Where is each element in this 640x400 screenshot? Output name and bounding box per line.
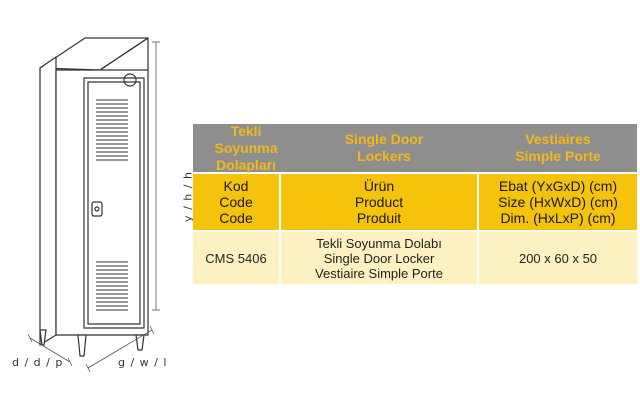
size-label-en: Size (HxWxD) (cm) [498,194,618,210]
product-label-tr: Ürün [363,178,395,194]
bottom-vent [96,261,128,311]
locker-illustration [27,37,160,373]
depth-label: d / d / p [12,356,64,369]
header-french-line1: Vestiaires [525,131,591,147]
product-size-value: 200 x 60 x 50 [518,250,598,266]
product-name-fr: Vestiaire Simple Porte [315,265,443,281]
header-turkish: Tekli Soyunma Dolapları [193,122,289,173]
product-name: Tekli Soyunma Dolabı Single Door Locker … [279,232,479,284]
width-dimension-line [85,325,155,373]
product-name-en: Single Door Locker [323,250,435,266]
locker-left-side [39,56,57,346]
code-label-tr: Kod [223,178,249,194]
table-header-row: Tekli Soyunma Dolapları Single Door Lock… [193,122,637,173]
height-dimension-line [152,41,160,311]
product-size: 200 x 60 x 50 [479,232,637,284]
size-label-tr: Ebat (YxGxD) (cm) [498,178,618,194]
size-column-header: Ebat (YxGxD) (cm) Size (HxWxD) (cm) Dim.… [479,174,637,230]
product-column-header: Ürün Product Produit [279,174,479,230]
header-french-line2: Simple Porte [515,148,601,164]
header-english-line2: Lockers [357,148,411,164]
product-code-value: CMS 5406 [205,250,267,266]
product-label-en: Product [354,194,404,210]
top-vent [96,99,128,161]
table-subheader-row: Kod Code Code Ürün Product Produit Ebat … [193,174,637,230]
code-label-en: Code [219,194,253,210]
badge-circle [123,73,137,87]
depth-dimension-line [27,333,73,367]
size-label-fr: Dim. (HxLxP) (cm) [500,210,616,226]
product-code: CMS 5406 [193,232,279,284]
door-handle [91,201,103,217]
width-label: g / w / l [118,356,168,369]
header-english-line1: Single Door [344,131,424,147]
header-turkish-line2: Soyunma Dolapları [214,139,278,173]
header-turkish-line1: Tekli [230,122,262,139]
product-table: Tekli Soyunma Dolapları Single Door Lock… [193,122,637,284]
code-label-fr: Code [219,210,253,226]
header-english: Single Door Lockers [289,124,479,172]
table-row: CMS 5406 Tekli Soyunma Dolabı Single Doo… [193,232,637,284]
product-name-tr: Tekli Soyunma Dolabı [316,235,442,251]
header-french: Vestiaires Simple Porte [479,124,637,172]
locker-legs [39,329,145,357]
code-column-header: Kod Code Code [193,174,279,230]
product-label-fr: Produit [356,210,402,226]
